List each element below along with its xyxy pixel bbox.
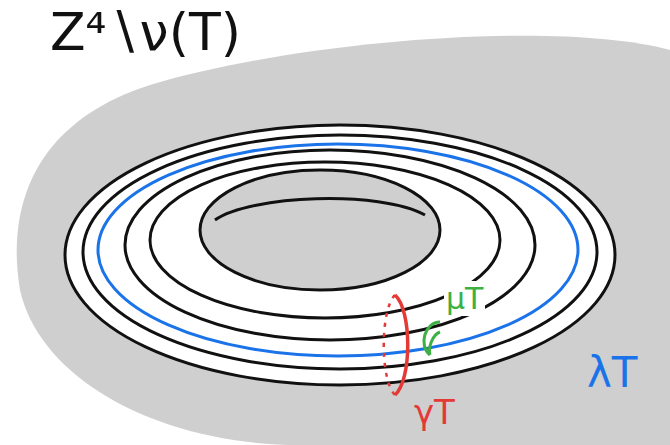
gamma-curve-back	[384, 295, 395, 395]
meridian-label-holder: μT	[444, 282, 485, 315]
region-label: Z⁴∖ν(T)	[48, 2, 243, 62]
torus-outer-surface	[83, 135, 597, 369]
mu-curve	[424, 322, 440, 355]
curve-label: γT	[412, 392, 457, 432]
gamma-curve-front	[395, 295, 408, 395]
hole-fold	[215, 199, 425, 220]
complement-region	[17, 36, 670, 445]
torus-inner-surface	[125, 150, 535, 340]
meridian-label: μT	[444, 281, 485, 316]
lambda-curve	[98, 144, 578, 356]
longitude-label-holder: λT	[585, 350, 640, 396]
region-label-holder: Z⁴∖ν(T)	[48, 4, 243, 61]
outer-boundary	[65, 125, 615, 385]
curve-label-holder: γT	[412, 394, 457, 431]
inner-boundary	[150, 162, 500, 318]
hole	[200, 170, 440, 290]
longitude-label: λT	[585, 348, 640, 397]
torus-neighborhood	[65, 125, 615, 385]
